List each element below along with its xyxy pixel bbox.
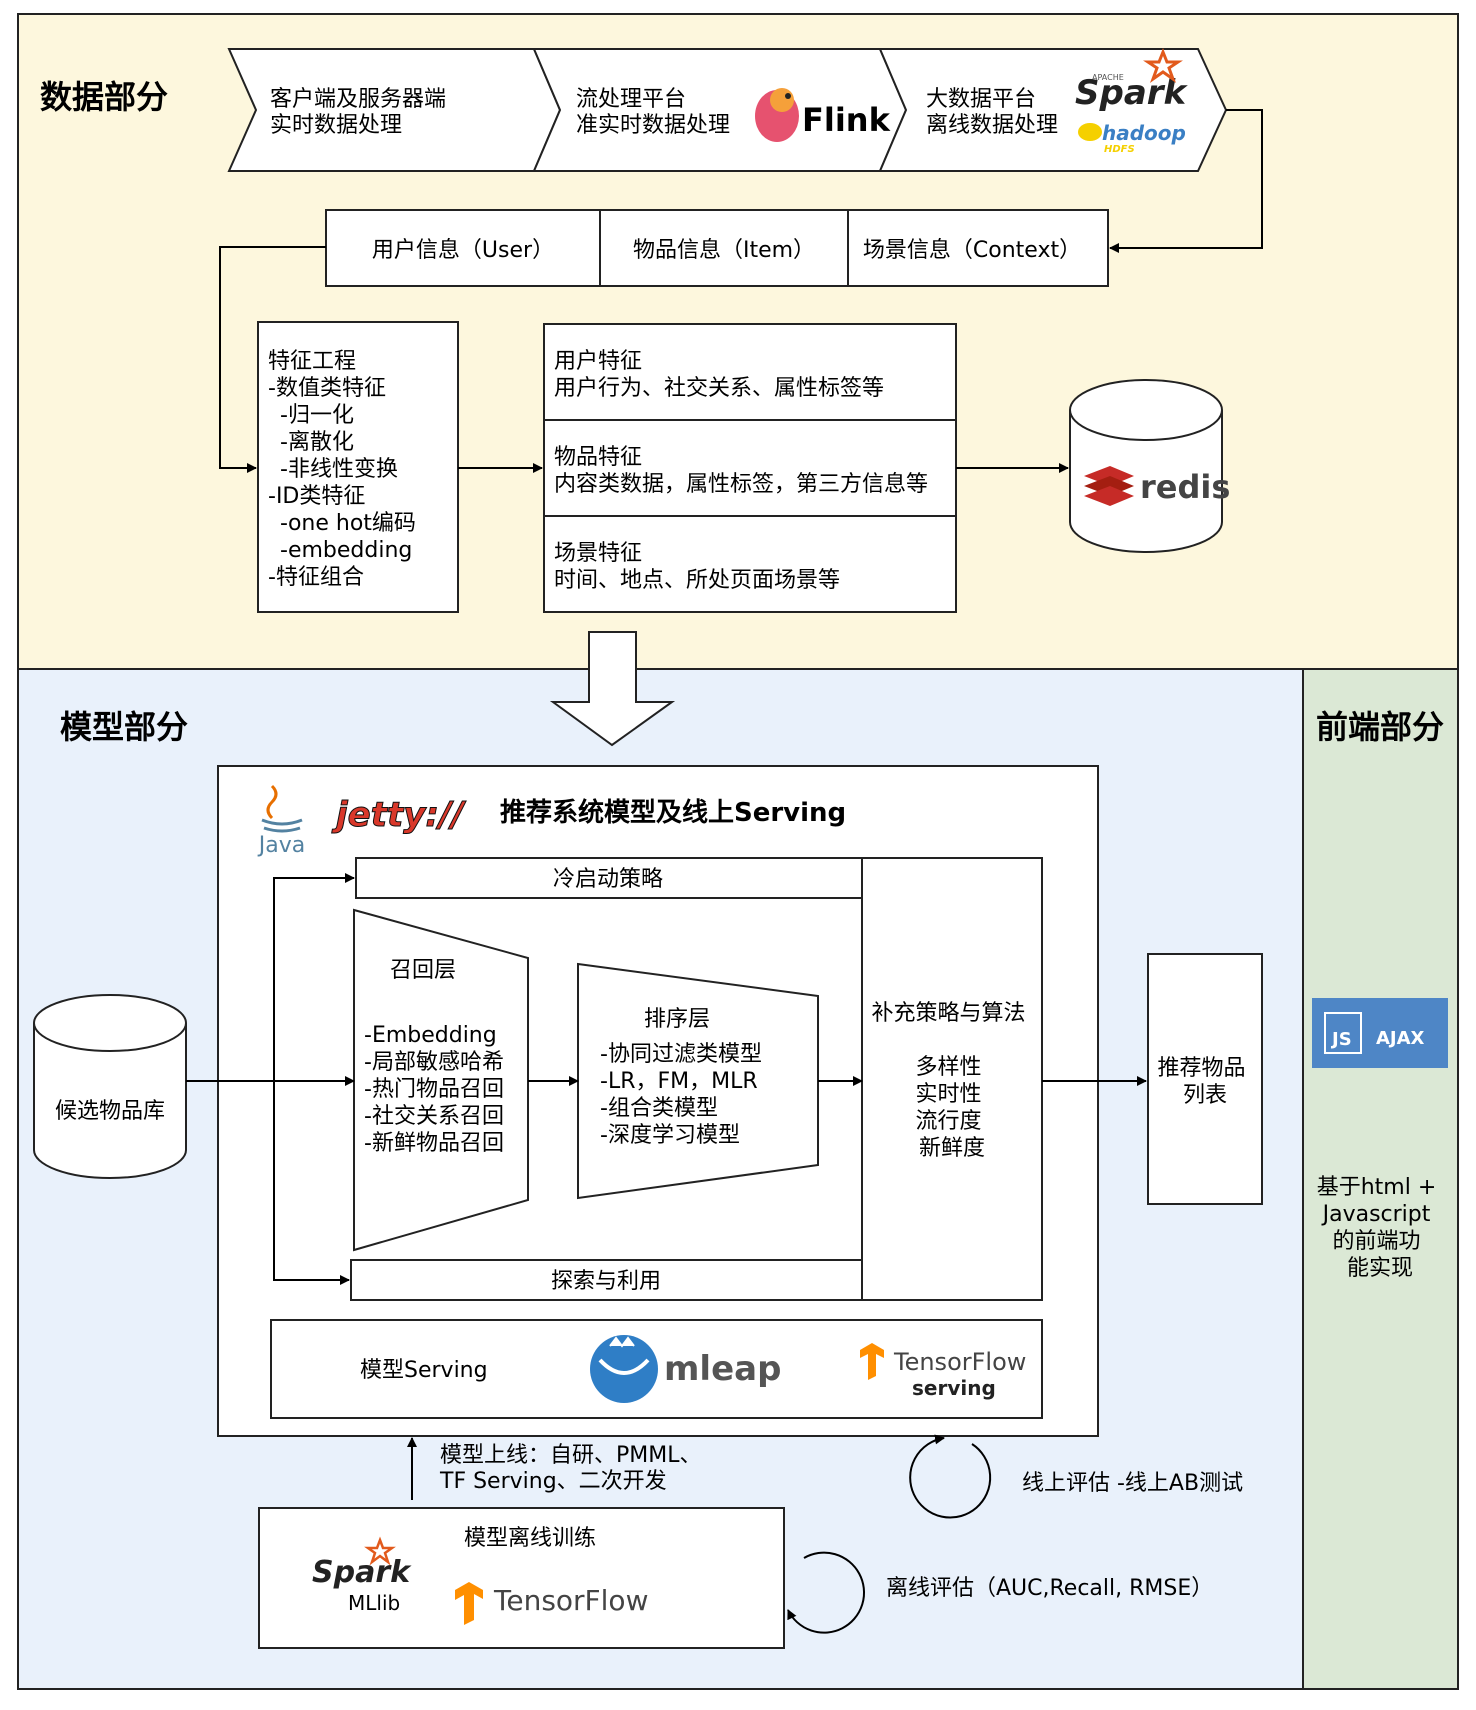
- flink-logo: Flink: [755, 88, 891, 142]
- ranking-text: 排序层 -协同过滤类模型 -LR，FM，MLR -组合类模型 -深度学习模型: [600, 1007, 769, 1148]
- spark-mllib-sub: MLlib: [348, 1591, 400, 1615]
- pipeline-stage-client: 客户端及服务器端 实时数据处理: [227, 48, 562, 172]
- model-section-title: 模型部分: [60, 708, 188, 746]
- feature-item-desc: 内容类数据，属性标签，第三方信息等: [554, 472, 928, 497]
- explore-exploit-label: 探索与利用: [551, 1269, 661, 1294]
- explore-exploit-box: [350, 1259, 863, 1301]
- frontend-section-title: 前端部分: [1316, 708, 1444, 746]
- connector-bigdata-to-info: [1109, 109, 1263, 253]
- frontend-description: 基于html + Javascript 的前端功 能实现: [1317, 1175, 1444, 1281]
- info-item: 物品信息（Item）: [633, 238, 815, 263]
- redis-store: redis: [1069, 379, 1230, 553]
- hadoop-logo-sub: HDFS: [1104, 144, 1135, 155]
- feature-user-title: 用户特征: [554, 349, 642, 374]
- supplement-box: [861, 857, 1043, 1301]
- connector-info-to-feature-engineering: [219, 246, 326, 473]
- stage-client-line2: 实时数据处理: [270, 113, 402, 138]
- spark-star-icon: [1143, 47, 1183, 83]
- feature-item-title: 物品特征: [554, 445, 642, 470]
- offline-eval-loop: [787, 1551, 866, 1634]
- mleap-logo-text: mleap: [664, 1349, 781, 1389]
- java-cup-icon: [261, 818, 303, 833]
- pipeline-stage-bigdata: 大数据平台 离线数据处理 APACHE Spark hadoop HDFS: [878, 47, 1228, 172]
- serving-panel-title: 推荐系统模型及线上Serving: [500, 797, 846, 828]
- hadoop-logo: hadoop HDFS: [1078, 121, 1186, 155]
- ajax-logo-text: AJAX: [1376, 1028, 1425, 1049]
- hadoop-logo-name: hadoop: [1102, 121, 1186, 145]
- offline-training-title: 模型离线训练: [464, 1526, 596, 1551]
- online-eval-label: 线上评估 -线上AB测试: [1022, 1471, 1243, 1496]
- arrow-candidate-to-cold-start: [273, 873, 355, 1081]
- feature-context-desc: 时间、地点、所处页面场景等: [554, 568, 840, 593]
- stage-bigdata-line2: 离线数据处理: [926, 113, 1058, 138]
- online-eval-loop: [909, 1434, 992, 1519]
- mleap-icon: [590, 1335, 658, 1403]
- java-logo: Java: [257, 784, 305, 858]
- tensorflow-serving-name: TensorFlow: [893, 1348, 1026, 1376]
- feature-context-title: 场景特征: [554, 541, 642, 566]
- candidate-database: 候选物品库: [33, 994, 187, 1179]
- tensorflow-serving-logo: TensorFlow serving: [860, 1343, 1026, 1400]
- features-stack: 用户特征 用户行为、社交关系、属性标签等 物品特征 内容类数据，属性标签，第三方…: [543, 323, 957, 613]
- frontend-logos: JS AJAX: [1312, 998, 1448, 1068]
- model-serving-label: 模型Serving: [360, 1358, 488, 1383]
- tensorflow-logo: TensorFlow: [455, 1582, 648, 1625]
- spark-star-icon-small: [364, 1536, 396, 1566]
- feature-user-desc: 用户行为、社交关系、属性标签等: [554, 376, 884, 401]
- frontend-section: [1302, 668, 1459, 1690]
- spark-mllib-logo: Spark MLlib: [312, 1536, 412, 1615]
- supplement-text: 补充策略与算法 多样性 实时性 流行度 新鲜度: [871, 1001, 1032, 1161]
- recall-text: 召回层 -Embedding -局部敏感哈希 -热门物品召回 -社交关系召回 -…: [364, 958, 511, 1156]
- flink-logo-text: Flink: [802, 101, 891, 139]
- result-list-box: [1147, 953, 1263, 1205]
- result-list-text: 推荐物品 列表: [1157, 1056, 1252, 1108]
- cold-start-box: [355, 857, 863, 899]
- java-logo-text: Java: [257, 833, 305, 858]
- tensorflow-icon: [860, 1343, 884, 1380]
- redis-icon: [1084, 466, 1134, 506]
- arrow-candidate-to-explore: [273, 1081, 350, 1285]
- offline-eval-label: 离线评估（AUC,Recall, RMSE）: [886, 1576, 1213, 1601]
- data-to-model-arrow: [549, 631, 676, 747]
- info-user: 用户信息（User）: [372, 238, 554, 263]
- redis-logo-text: redis: [1140, 468, 1230, 506]
- spark-logo-name: Spark: [1075, 73, 1189, 113]
- spark-logo-top: APACHE Spark: [1075, 47, 1189, 113]
- tensorflow-icon-training: [455, 1582, 483, 1625]
- info-context: 场景信息（Context）: [863, 238, 1081, 263]
- stage-bigdata-line1: 大数据平台: [926, 87, 1036, 112]
- feature-engineering-text: 特征工程 -数值类特征 -归一化 -离散化 -非线性变换 -ID类特征 -one…: [268, 349, 423, 590]
- ranking-layer: [577, 962, 819, 1200]
- candidate-database-label: 候选物品库: [55, 1099, 165, 1124]
- cold-start-label: 冷启动策略: [553, 867, 663, 892]
- offline-training-box: [258, 1507, 785, 1649]
- stage-stream-line2: 准实时数据处理: [576, 113, 730, 138]
- js-icon: [1324, 1012, 1362, 1054]
- recall-layer: [353, 908, 529, 1252]
- pipeline-stage-stream: 流处理平台 准实时数据处理 Flink: [532, 48, 908, 172]
- deploy-note: 模型上线：自研、PMML、 TF Serving、二次开发: [439, 1443, 709, 1494]
- spark-logo-apache: APACHE: [1092, 73, 1124, 82]
- js-logo-text: JS: [1330, 1029, 1352, 1050]
- stage-stream-line1: 流处理平台: [576, 87, 686, 112]
- jetty-logo: jetty://: [331, 795, 466, 835]
- mleap-logo: mleap: [590, 1335, 781, 1403]
- stage-client-line1: 客户端及服务器端: [270, 87, 446, 112]
- feature-engineering-box: [257, 321, 459, 613]
- data-section-title: 数据部分: [40, 78, 168, 116]
- spark-mllib-name: Spark: [312, 1555, 412, 1590]
- info-row: 用户信息（User） 物品信息（Item） 场景信息（Context）: [325, 209, 1109, 287]
- tensorflow-training-name: TensorFlow: [493, 1584, 648, 1617]
- tensorflow-serving-sub: serving: [912, 1376, 996, 1400]
- hadoop-elephant-icon: [1078, 123, 1102, 141]
